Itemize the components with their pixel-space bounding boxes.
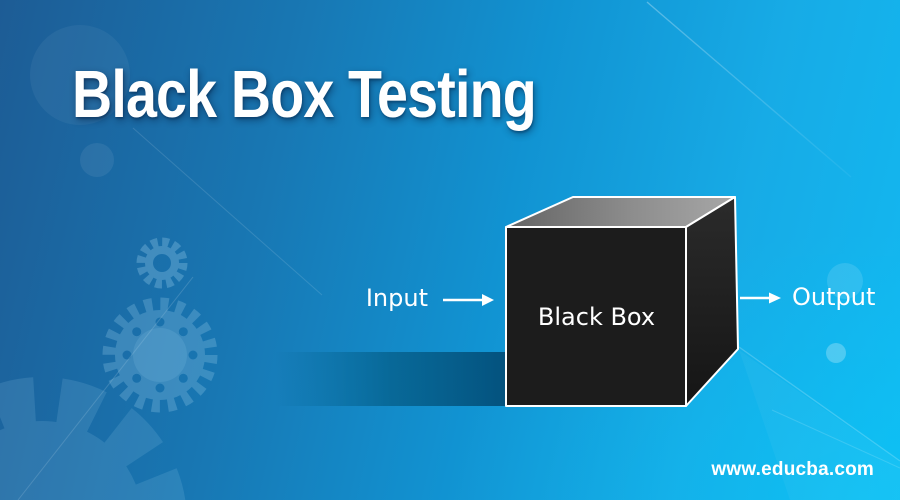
circle-icon — [826, 343, 846, 363]
decor-line — [646, 1, 852, 178]
cube-3d — [505, 196, 739, 407]
decor-line — [738, 346, 900, 462]
circle-icon — [30, 25, 130, 125]
circle-icon — [80, 143, 114, 177]
cube-front-face — [505, 226, 687, 407]
decor-line — [17, 276, 194, 500]
decor-line — [132, 127, 323, 296]
input-label: Input — [365, 284, 428, 312]
arrow-right-icon — [443, 294, 494, 306]
page-title: Black Box Testing — [72, 57, 537, 132]
arrow-right-icon — [740, 292, 781, 304]
gear-icon — [0, 377, 187, 500]
box-shadow-band — [275, 352, 507, 406]
black-box-label: Black Box — [537, 303, 656, 331]
output-label: Output — [792, 283, 876, 311]
decor-sheen — [739, 350, 900, 500]
circle-icon — [827, 263, 863, 299]
gear-icon — [136, 237, 188, 289]
cube-right-face — [685, 196, 739, 407]
decor-line — [771, 409, 900, 469]
site-watermark: www.educba.com — [711, 459, 874, 480]
gear-icon — [95, 290, 225, 420]
